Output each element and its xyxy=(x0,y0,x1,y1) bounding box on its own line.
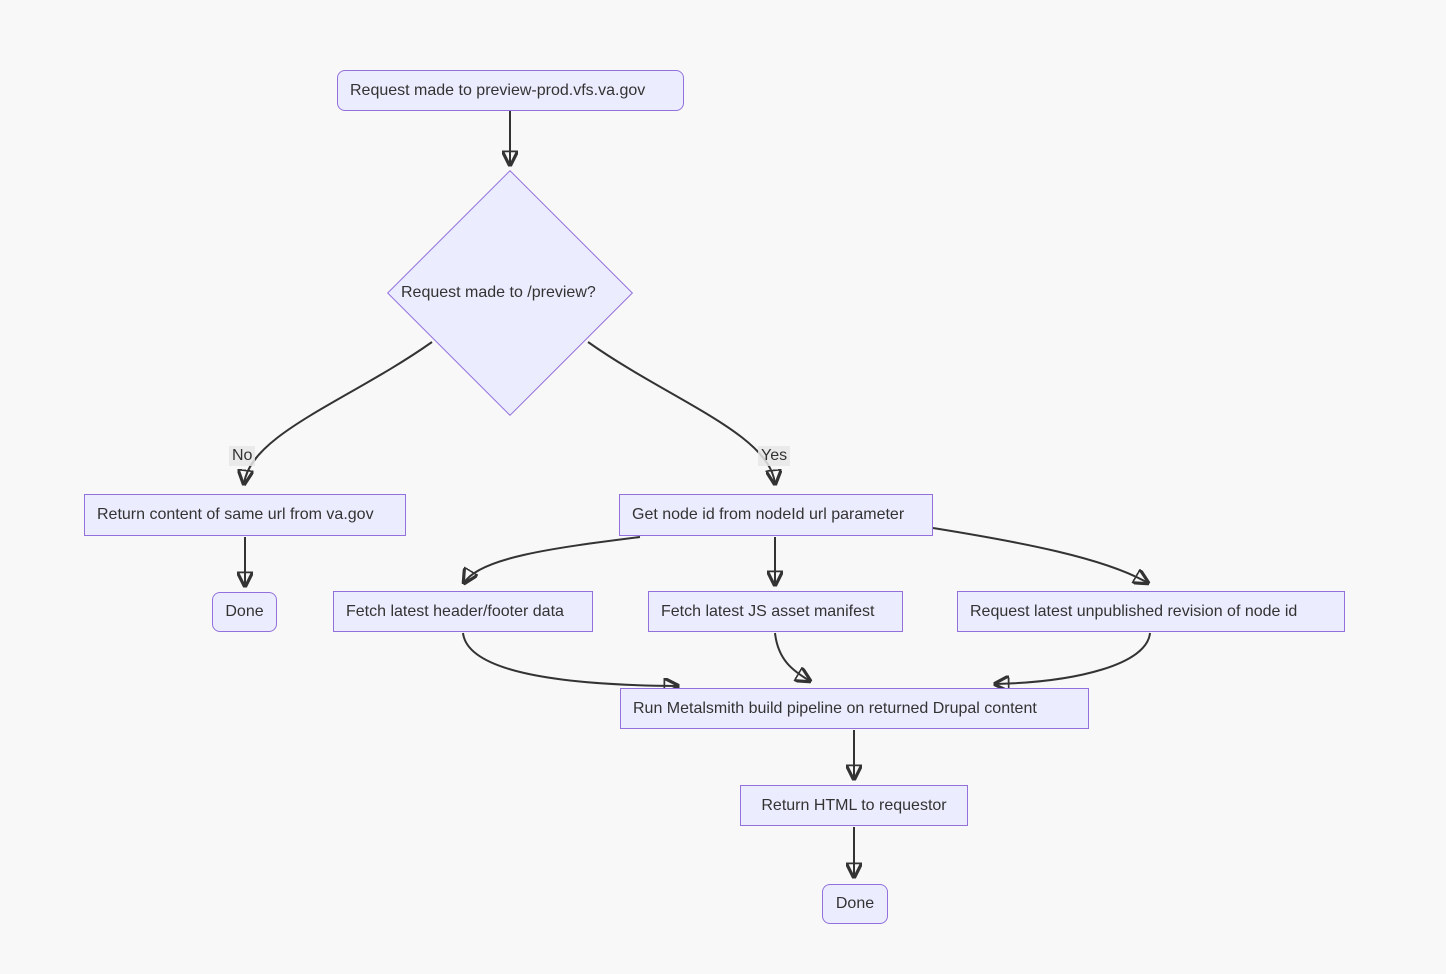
edge-fetch-header-footer-to-run xyxy=(462,632,678,686)
node-return-html: Return HTML to requestor xyxy=(740,785,968,826)
decision-request-preview: Request made to /preview? xyxy=(386,169,634,417)
node-fetch-js-manifest: Fetch latest JS asset manifest xyxy=(648,591,903,632)
node-request-unpublished-revision: Request latest unpublished revision of n… xyxy=(957,591,1345,632)
node-run-metalsmith: Run Metalsmith build pipeline on returne… xyxy=(620,688,1089,729)
edge-get-node-id-to-fetch-header-footer xyxy=(464,536,641,583)
node-get-node-id: Get node id from nodeId url parameter xyxy=(619,494,933,536)
node-return-same-url: Return content of same url from va.gov xyxy=(84,494,406,536)
edge-get-node-id-to-request-unpublished xyxy=(932,527,1148,583)
edge-request-unpublished-to-run xyxy=(995,632,1151,684)
edge-label-no: No xyxy=(229,446,256,466)
edge-decision-to-get-node-id xyxy=(587,341,775,484)
node-done-left: Done xyxy=(212,592,277,632)
edge-fetch-js-manifest-to-run xyxy=(774,632,810,681)
edge-decision-to-return-same xyxy=(244,341,433,484)
node-request-preview-prod: Request made to preview-prod.vfs.va.gov xyxy=(337,70,684,111)
edge-label-yes: Yes xyxy=(758,446,791,466)
node-done-bottom: Done xyxy=(822,884,888,924)
decision-label: Request made to /preview? xyxy=(401,284,596,301)
node-fetch-header-footer: Fetch latest header/footer data xyxy=(333,591,593,632)
